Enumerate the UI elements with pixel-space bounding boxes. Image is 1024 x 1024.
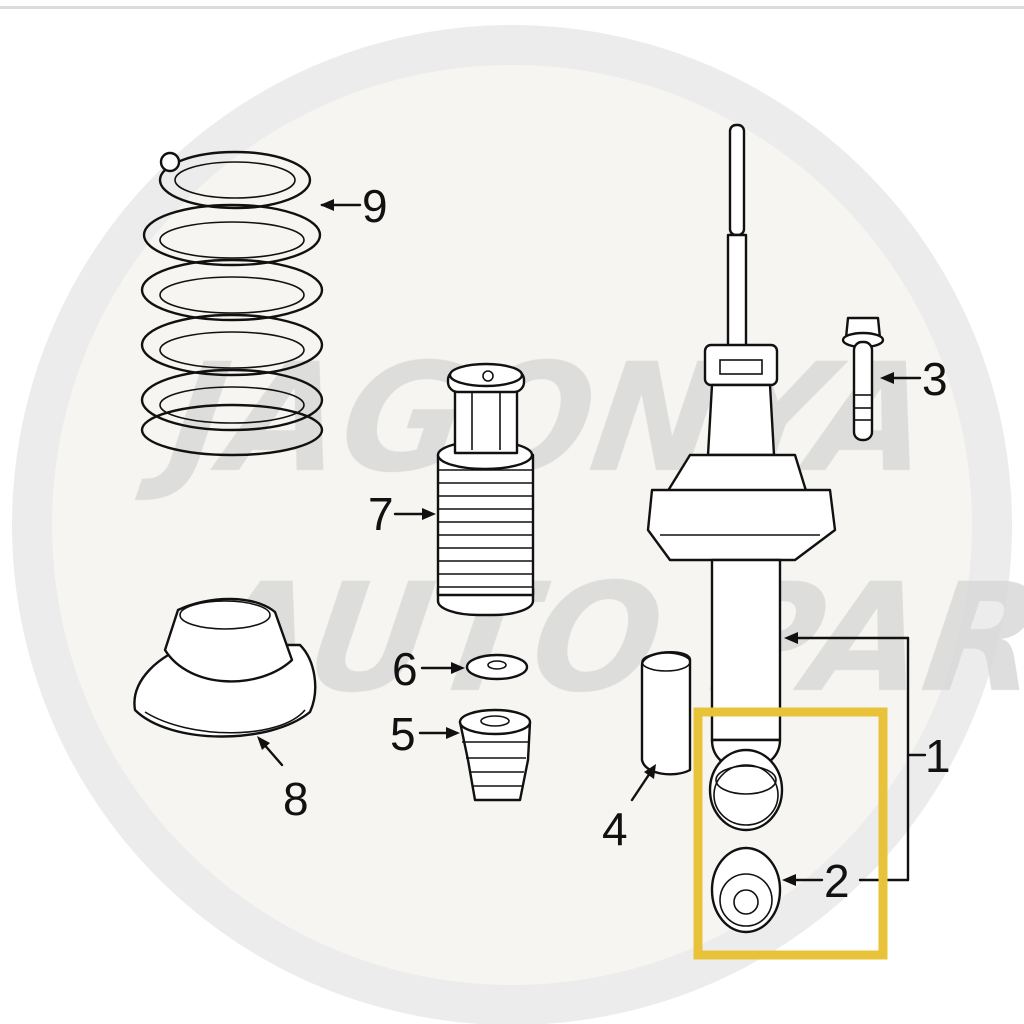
- callout-2: 2: [782, 855, 850, 907]
- callout-5: 5: [390, 708, 460, 760]
- svg-text:7: 7: [368, 488, 394, 540]
- coil-spring-part[interactable]: [140, 150, 324, 457]
- dust-boot-part[interactable]: [436, 362, 535, 617]
- svg-text:1: 1: [925, 730, 951, 782]
- svg-text:3: 3: [922, 353, 948, 405]
- bolt-part[interactable]: [841, 316, 885, 442]
- watermark: JAGONYA AUTO PART: [133, 331, 1024, 726]
- callout-6: 6: [392, 643, 465, 695]
- callout-7: 7: [368, 488, 436, 540]
- washer-part[interactable]: [465, 653, 529, 681]
- svg-text:9: 9: [362, 180, 388, 232]
- callout-9: 9: [320, 180, 388, 232]
- sleeve-part[interactable]: [640, 651, 692, 776]
- callout-1-bracket: 1: [784, 632, 951, 882]
- svg-text:8: 8: [283, 773, 309, 825]
- svg-text:5: 5: [390, 708, 416, 760]
- callout-4: 4: [602, 764, 656, 855]
- highlight-box: [693, 707, 888, 960]
- watermark-line1: JAGONYA: [133, 331, 942, 506]
- svg-text:2: 2: [824, 855, 850, 907]
- spring-seat-part[interactable]: [133, 597, 317, 738]
- lower-bushing-part[interactable]: [710, 846, 782, 934]
- top-border-line: [0, 6, 1024, 9]
- bump-stopper-part[interactable]: [458, 708, 532, 802]
- callout-3: 3: [880, 353, 948, 405]
- strut-assembly-part[interactable]: [646, 123, 837, 832]
- svg-text:4: 4: [602, 803, 628, 855]
- svg-text:6: 6: [392, 643, 418, 695]
- callout-8: 8: [257, 736, 309, 825]
